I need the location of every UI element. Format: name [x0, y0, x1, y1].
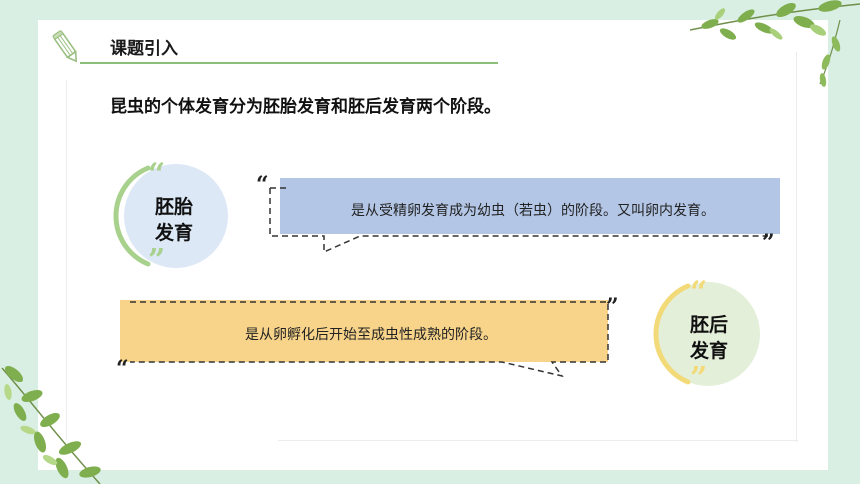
box-open-quote-icon: “ — [116, 356, 129, 382]
box-fill — [280, 178, 780, 234]
pencil-icon — [52, 30, 78, 63]
intro-statement: 昆虫的个体发育分为胚胎发育和胚后发育两个阶段。 — [110, 97, 501, 117]
stage-description: 是从卵孵化后开始至成虫性成熟的阶段。 — [245, 327, 497, 343]
stage-description-box-embryonic: “ ” 是从受精卵发育成为幼虫（若虫）的阶段。又叫卵内发育。 — [256, 174, 786, 258]
right-guide-line — [796, 52, 797, 442]
dashed-frame-icon — [269, 187, 768, 254]
stage-description-box-postembryonic: ” “ 是从卵孵化后开始至成虫性成熟的阶段。 — [116, 296, 626, 382]
box-close-quote-icon: ” — [606, 294, 619, 320]
stage-label-line1: 胚胎 — [154, 196, 193, 218]
circle-fill — [124, 164, 228, 268]
stage-label-line2: 发育 — [154, 222, 193, 244]
stage-circle-postembryonic: “ ” 胚后 发育 — [646, 275, 772, 394]
circle-arc-icon — [653, 283, 691, 385]
stage-circle-embryonic: “ ” 胚胎 发育 — [108, 157, 228, 276]
box-fill — [120, 300, 608, 362]
leaf-decoration-bottom-left-icon — [1, 365, 101, 484]
stage-label-line2: 发育 — [689, 340, 728, 362]
stage-description: 是从受精卵发育成为幼虫（若虫）的阶段。又叫卵内发育。 — [351, 203, 715, 219]
stage-label-line1: 胚后 — [689, 314, 728, 336]
box-open-quote-icon: “ — [256, 172, 269, 198]
section-title: 课题引入 — [110, 39, 178, 59]
circle-fill — [656, 282, 760, 386]
leaf-decoration-top-right-icon — [690, 0, 860, 87]
left-guide-line — [66, 80, 67, 440]
box-close-quote-icon: ” — [762, 230, 775, 256]
close-quote-icon: ” — [148, 243, 166, 278]
dashed-frame-icon — [130, 301, 609, 378]
title-underline — [80, 62, 498, 64]
close-quote-icon: ” — [690, 361, 708, 396]
bottom-guide-line — [278, 440, 798, 441]
open-quote-icon: “ — [690, 275, 708, 310]
open-quote-icon: “ — [148, 157, 166, 192]
circle-arc-icon — [113, 165, 151, 267]
